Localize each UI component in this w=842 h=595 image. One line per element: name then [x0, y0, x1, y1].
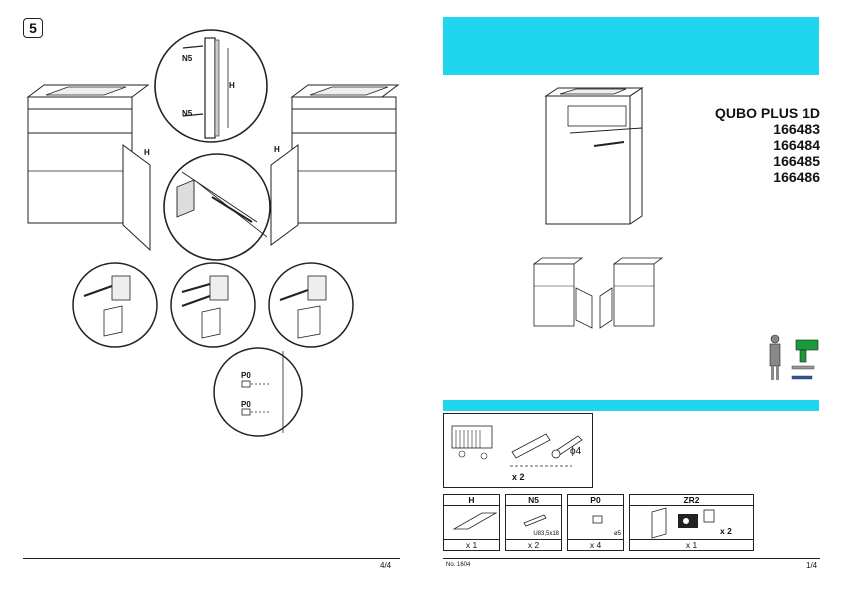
- hardware-bag-illustration: [451, 425, 583, 467]
- label-p0-top: P0: [241, 371, 251, 380]
- part-code-h: H: [444, 495, 499, 506]
- label-h-right: H: [274, 145, 280, 154]
- label-n5-bottom: N5: [182, 109, 193, 118]
- part-qty-p0: x 4: [568, 539, 623, 550]
- product-code-1: 166483: [773, 121, 820, 137]
- cabinet-left-illustration: H: [26, 84, 151, 252]
- cabinet-open-right-small: [599, 257, 664, 329]
- product-code-2: 166484: [773, 137, 820, 153]
- product-code-3: 166485: [773, 153, 820, 169]
- cap-detail-circle: P0 P0: [213, 347, 303, 437]
- cabinet-right-illustration: H: [270, 84, 400, 246]
- parts-table: H x 1 N5 U83,5x18 x 2 P0 ø5 x 4 ZR2 x 2 …: [443, 494, 754, 551]
- hardware-section-strip: [443, 400, 819, 411]
- hinge-part-icon: [651, 507, 715, 539]
- screw-diameter-label: ϕ4: [570, 446, 582, 457]
- product-code-4: 166486: [773, 169, 820, 185]
- part-code-n5: N5: [506, 495, 561, 506]
- part-qty-zr2: x 1: [630, 539, 753, 550]
- handle-detail-illustration: N5 N5 H: [154, 29, 268, 143]
- part-cell-n5: N5 U83,5x18 x 2: [505, 494, 562, 551]
- cap-part-icon: [592, 515, 603, 524]
- label-p0-bottom: P0: [241, 400, 251, 409]
- hardware-bag-box: ϕ4 x 2: [443, 413, 593, 488]
- part-code-p0: P0: [568, 495, 623, 506]
- part-spec-p0: ø5: [613, 531, 621, 537]
- cabinet-open-left-small: [532, 257, 593, 329]
- hinge-adjust-circle-1: [72, 262, 158, 348]
- step-number: 5: [23, 18, 43, 38]
- handle-part-icon: [452, 512, 498, 530]
- page-number-right: 1/4: [806, 561, 818, 570]
- product-title-block: QUBO PLUS 1D 166483 166484 166485 166486: [715, 105, 820, 185]
- part-cell-p0: P0 ø5 x 4: [567, 494, 624, 551]
- document-number: No. 1604: [446, 562, 471, 568]
- hinge-rail-detail-illustration: [163, 153, 271, 261]
- part-inner-qty-zr2: x 2: [720, 526, 732, 536]
- product-name: QUBO PLUS 1D: [714, 105, 820, 121]
- footer-line-right: [443, 558, 820, 559]
- label-h-left: H: [144, 148, 150, 157]
- screw-part-icon: [523, 514, 547, 527]
- hinge-adjust-circle-3: [268, 262, 354, 348]
- hardware-bag-quantity: x 2: [512, 472, 525, 482]
- label-h-circle: H: [229, 81, 235, 90]
- part-cell-zr2: ZR2 x 2 x 1: [629, 494, 754, 551]
- part-code-zr2: ZR2: [630, 495, 753, 506]
- hinge-adjust-circle-2: [170, 262, 256, 348]
- part-qty-h: x 1: [444, 539, 499, 550]
- part-cell-h: H x 1: [443, 494, 500, 551]
- header-banner: [443, 17, 819, 75]
- page-number-left: 4/4: [380, 561, 392, 570]
- tools-required-icon: [769, 334, 819, 380]
- part-spec-n5: U83,5x18: [533, 531, 559, 537]
- footer-line-left: [23, 558, 400, 559]
- product-cabinet-illustration: [544, 87, 644, 225]
- part-qty-n5: x 2: [506, 539, 561, 550]
- label-n5-top: N5: [182, 54, 193, 63]
